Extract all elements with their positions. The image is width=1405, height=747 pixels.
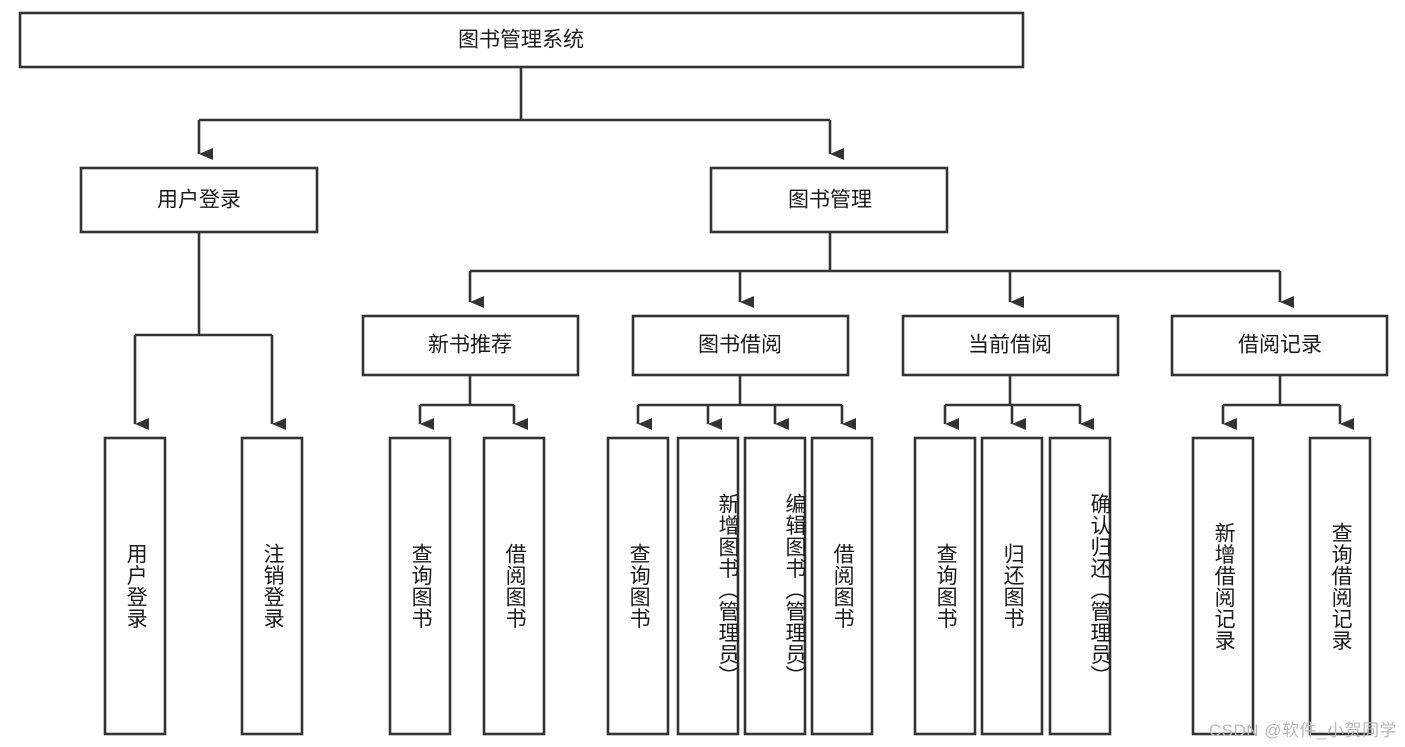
connector-bookborrow-to-leaves: [636, 375, 856, 430]
node-new-book-recommend-label: 新书推荐: [428, 334, 512, 357]
node-book-borrow-label: 图书借阅: [698, 334, 782, 357]
node-current-borrow-box[interactable]: [901, 314, 1120, 377]
connector-borrowrecord-to-leaves: [1221, 375, 1354, 430]
leaf-box-borrow-book-b[interactable]: [810, 436, 874, 736]
leaf-box-edit-book-admin[interactable]: [743, 436, 807, 736]
leaf-box-add-book-admin[interactable]: [676, 436, 740, 736]
connector-bookmgmt-to-level3: [468, 232, 1294, 308]
node-new-book-recommend[interactable]: 新书推荐: [361, 314, 580, 377]
node-book-management-box[interactable]: [709, 166, 949, 234]
leaf-box-return-book[interactable]: [980, 436, 1044, 736]
leaf-box-query-book-a[interactable]: [388, 436, 452, 736]
connector-newbook-to-leaves: [418, 375, 528, 430]
leaf-box-user-login[interactable]: [103, 436, 167, 736]
node-borrow-record-box[interactable]: [1170, 314, 1389, 377]
leaf-boxes: [103, 436, 1372, 736]
leaf-box-logout[interactable]: [240, 436, 304, 736]
leaf-box-query-book-b[interactable]: [606, 436, 670, 736]
node-root[interactable]: 图书管理系统: [18, 11, 1025, 69]
node-book-management-label: 图书管理: [788, 189, 872, 212]
node-current-borrow-label: 当前借阅: [968, 334, 1052, 357]
connector-currentborrow-to-leaves: [943, 375, 1094, 430]
node-borrow-record-label: 借阅记录: [1238, 334, 1322, 357]
node-borrow-record[interactable]: 借阅记录: [1170, 314, 1389, 377]
leaf-box-borrow-book-a[interactable]: [482, 436, 546, 736]
leaf-box-query-book-c[interactable]: [913, 436, 977, 736]
node-user-login-label: 用户登录: [157, 189, 241, 212]
csdn-watermark: CSDN @软件_小贺同学: [1208, 721, 1397, 740]
leaf-box-query-borrow-record[interactable]: [1308, 436, 1372, 736]
node-user-login-box[interactable]: [79, 166, 319, 234]
node-new-book-recommend-box[interactable]: [361, 314, 580, 377]
node-root-label: 图书管理系统: [458, 29, 584, 52]
connector-userlogin-to-leaves: [133, 232, 286, 430]
node-book-management[interactable]: 图书管理: [709, 166, 949, 234]
connector-root-to-level2: [197, 67, 844, 160]
node-user-login[interactable]: 用户登录: [79, 166, 319, 234]
leaf-box-confirm-return-admin[interactable]: [1048, 436, 1112, 736]
node-root-box[interactable]: [18, 11, 1025, 69]
leaf-box-add-borrow-record[interactable]: [1191, 436, 1255, 736]
node-book-borrow-box[interactable]: [631, 314, 850, 377]
node-book-borrow[interactable]: 图书借阅: [631, 314, 850, 377]
node-current-borrow[interactable]: 当前借阅: [901, 314, 1120, 377]
